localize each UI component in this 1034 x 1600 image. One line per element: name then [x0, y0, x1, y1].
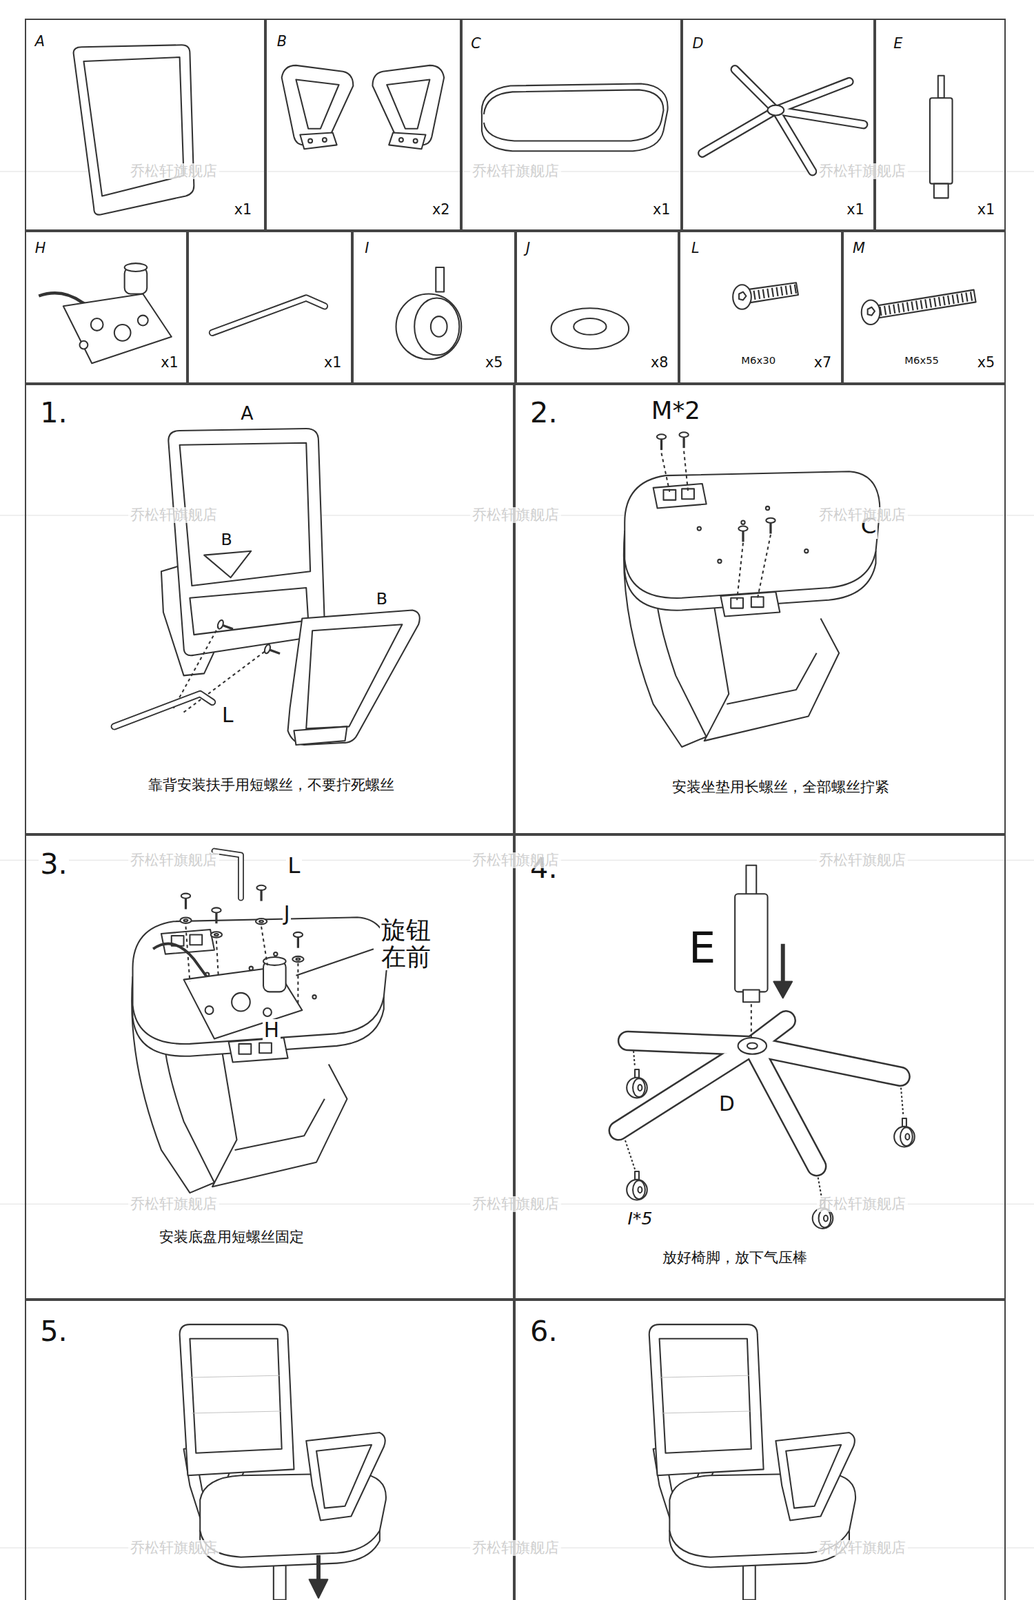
panel-text: A — [33, 33, 47, 50]
panel-text: x1 — [651, 201, 672, 218]
panel-text: I — [363, 240, 371, 257]
watermark: 乔松轩旗舰店 — [470, 1540, 562, 1557]
panel-text: x8 — [649, 355, 670, 371]
panel-box: Dx1 — [681, 18, 875, 231]
panel-text: 6. — [528, 1316, 560, 1349]
watermark: 乔松轩旗舰店 — [816, 852, 908, 869]
panel-text: M — [851, 240, 867, 257]
panel-text: B — [219, 530, 234, 549]
panel-box: 4.EDI*5放好椅脚，放下气压棒 — [514, 834, 1006, 1301]
panel-box: Hx1 — [24, 230, 189, 384]
watermark: 乔松轩旗舰店 — [816, 1540, 908, 1557]
panel-text: J — [524, 240, 532, 257]
panel-text: 1. — [38, 397, 69, 430]
panel-text: B — [374, 590, 389, 608]
panel-text: M6x55 — [903, 355, 941, 367]
watermark: 乔松轩旗舰店 — [128, 163, 220, 180]
panel-box: Ax1 — [24, 18, 266, 231]
panel-text: 靠背安装扶手用短螺丝，不要拧死螺丝 — [146, 777, 396, 794]
panel-text: L — [690, 240, 702, 257]
panel-box: Ex1 — [874, 18, 1006, 231]
panel-text: x2 — [430, 201, 451, 218]
panel-box: L M6x30 x7 — [678, 230, 843, 384]
panel-text: H — [262, 1019, 281, 1043]
watermark-rule — [0, 171, 1034, 1549]
watermark: 乔松轩旗舰店 — [816, 1196, 908, 1213]
panel-text: B — [275, 33, 289, 50]
panel-box: 2.M*2C安装坐垫用长螺丝，全部螺丝拧紧 — [514, 383, 1006, 835]
panel-box: Cx1 — [461, 18, 682, 231]
panel-text: M*2 — [650, 397, 702, 424]
panel-box: 6. — [514, 1300, 1006, 1600]
panel-box: Bx2 — [265, 18, 462, 231]
panel-text: I*5 — [625, 1209, 654, 1230]
panel-text: x5 — [976, 355, 997, 371]
panel-text: M6x30 — [739, 355, 777, 367]
panel-text: 放好椅脚，放下气压棒 — [661, 1250, 809, 1267]
watermark: 乔松轩旗舰店 — [128, 852, 220, 869]
panel-text: x1 — [322, 355, 343, 371]
panel-box: 1. A B B L 靠背安装扶手用短螺丝，不要拧死螺丝 — [24, 383, 515, 835]
panel-text: x1 — [232, 201, 253, 218]
panel-text: 5. — [38, 1316, 69, 1349]
panel-text: E — [687, 925, 717, 972]
panel-text: J — [282, 903, 292, 926]
panel-box: x1 — [187, 230, 352, 384]
panel-text: 2. — [528, 397, 560, 430]
panel-text: x1 — [159, 355, 180, 371]
panel-text: 旋钮 在前 — [379, 916, 442, 971]
watermark: 乔松轩旗舰店 — [128, 1196, 220, 1213]
panel-box: 5. — [24, 1300, 515, 1600]
panel-text: L — [220, 704, 236, 728]
watermark: 乔松轩旗舰店 — [128, 507, 220, 524]
panel-text: D — [690, 35, 705, 52]
panel-box: M M6x55 x5 — [842, 230, 1006, 384]
panel-box: Jx8 — [515, 230, 679, 384]
parts-drawing — [38, 44, 976, 364]
panel-text: x5 — [483, 355, 504, 371]
panel-box: 3. L J 旋钮 在前 H 安装底盘用短螺丝固定 — [24, 834, 515, 1301]
panel-text: 安装坐垫用长螺丝，全部螺丝拧紧 — [670, 779, 891, 796]
watermark: 乔松轩旗舰店 — [470, 1196, 562, 1213]
panel-text: D — [717, 1093, 737, 1117]
watermark: 乔松轩旗舰店 — [816, 507, 908, 524]
panel-text: x1 — [976, 201, 997, 218]
panel-text: 3. — [38, 849, 69, 881]
watermark: 乔松轩旗舰店 — [128, 1540, 220, 1557]
panel-text: C — [469, 35, 482, 52]
panel-text: x1 — [845, 201, 866, 218]
panel-text: E — [891, 35, 904, 52]
watermark: 乔松轩旗舰店 — [470, 163, 562, 180]
watermark: 乔松轩旗舰店 — [816, 163, 908, 180]
watermark: 乔松轩旗舰店 — [470, 852, 562, 869]
panel-text: H — [33, 240, 48, 257]
watermark: 乔松轩旗舰店 — [470, 507, 562, 524]
panel-text: A — [239, 403, 255, 424]
panel-text: 安装底盘用短螺丝固定 — [157, 1229, 306, 1246]
panel-text: L — [286, 854, 302, 879]
panel-text: x7 — [812, 355, 833, 371]
panel-box: Ix5 — [352, 230, 516, 384]
